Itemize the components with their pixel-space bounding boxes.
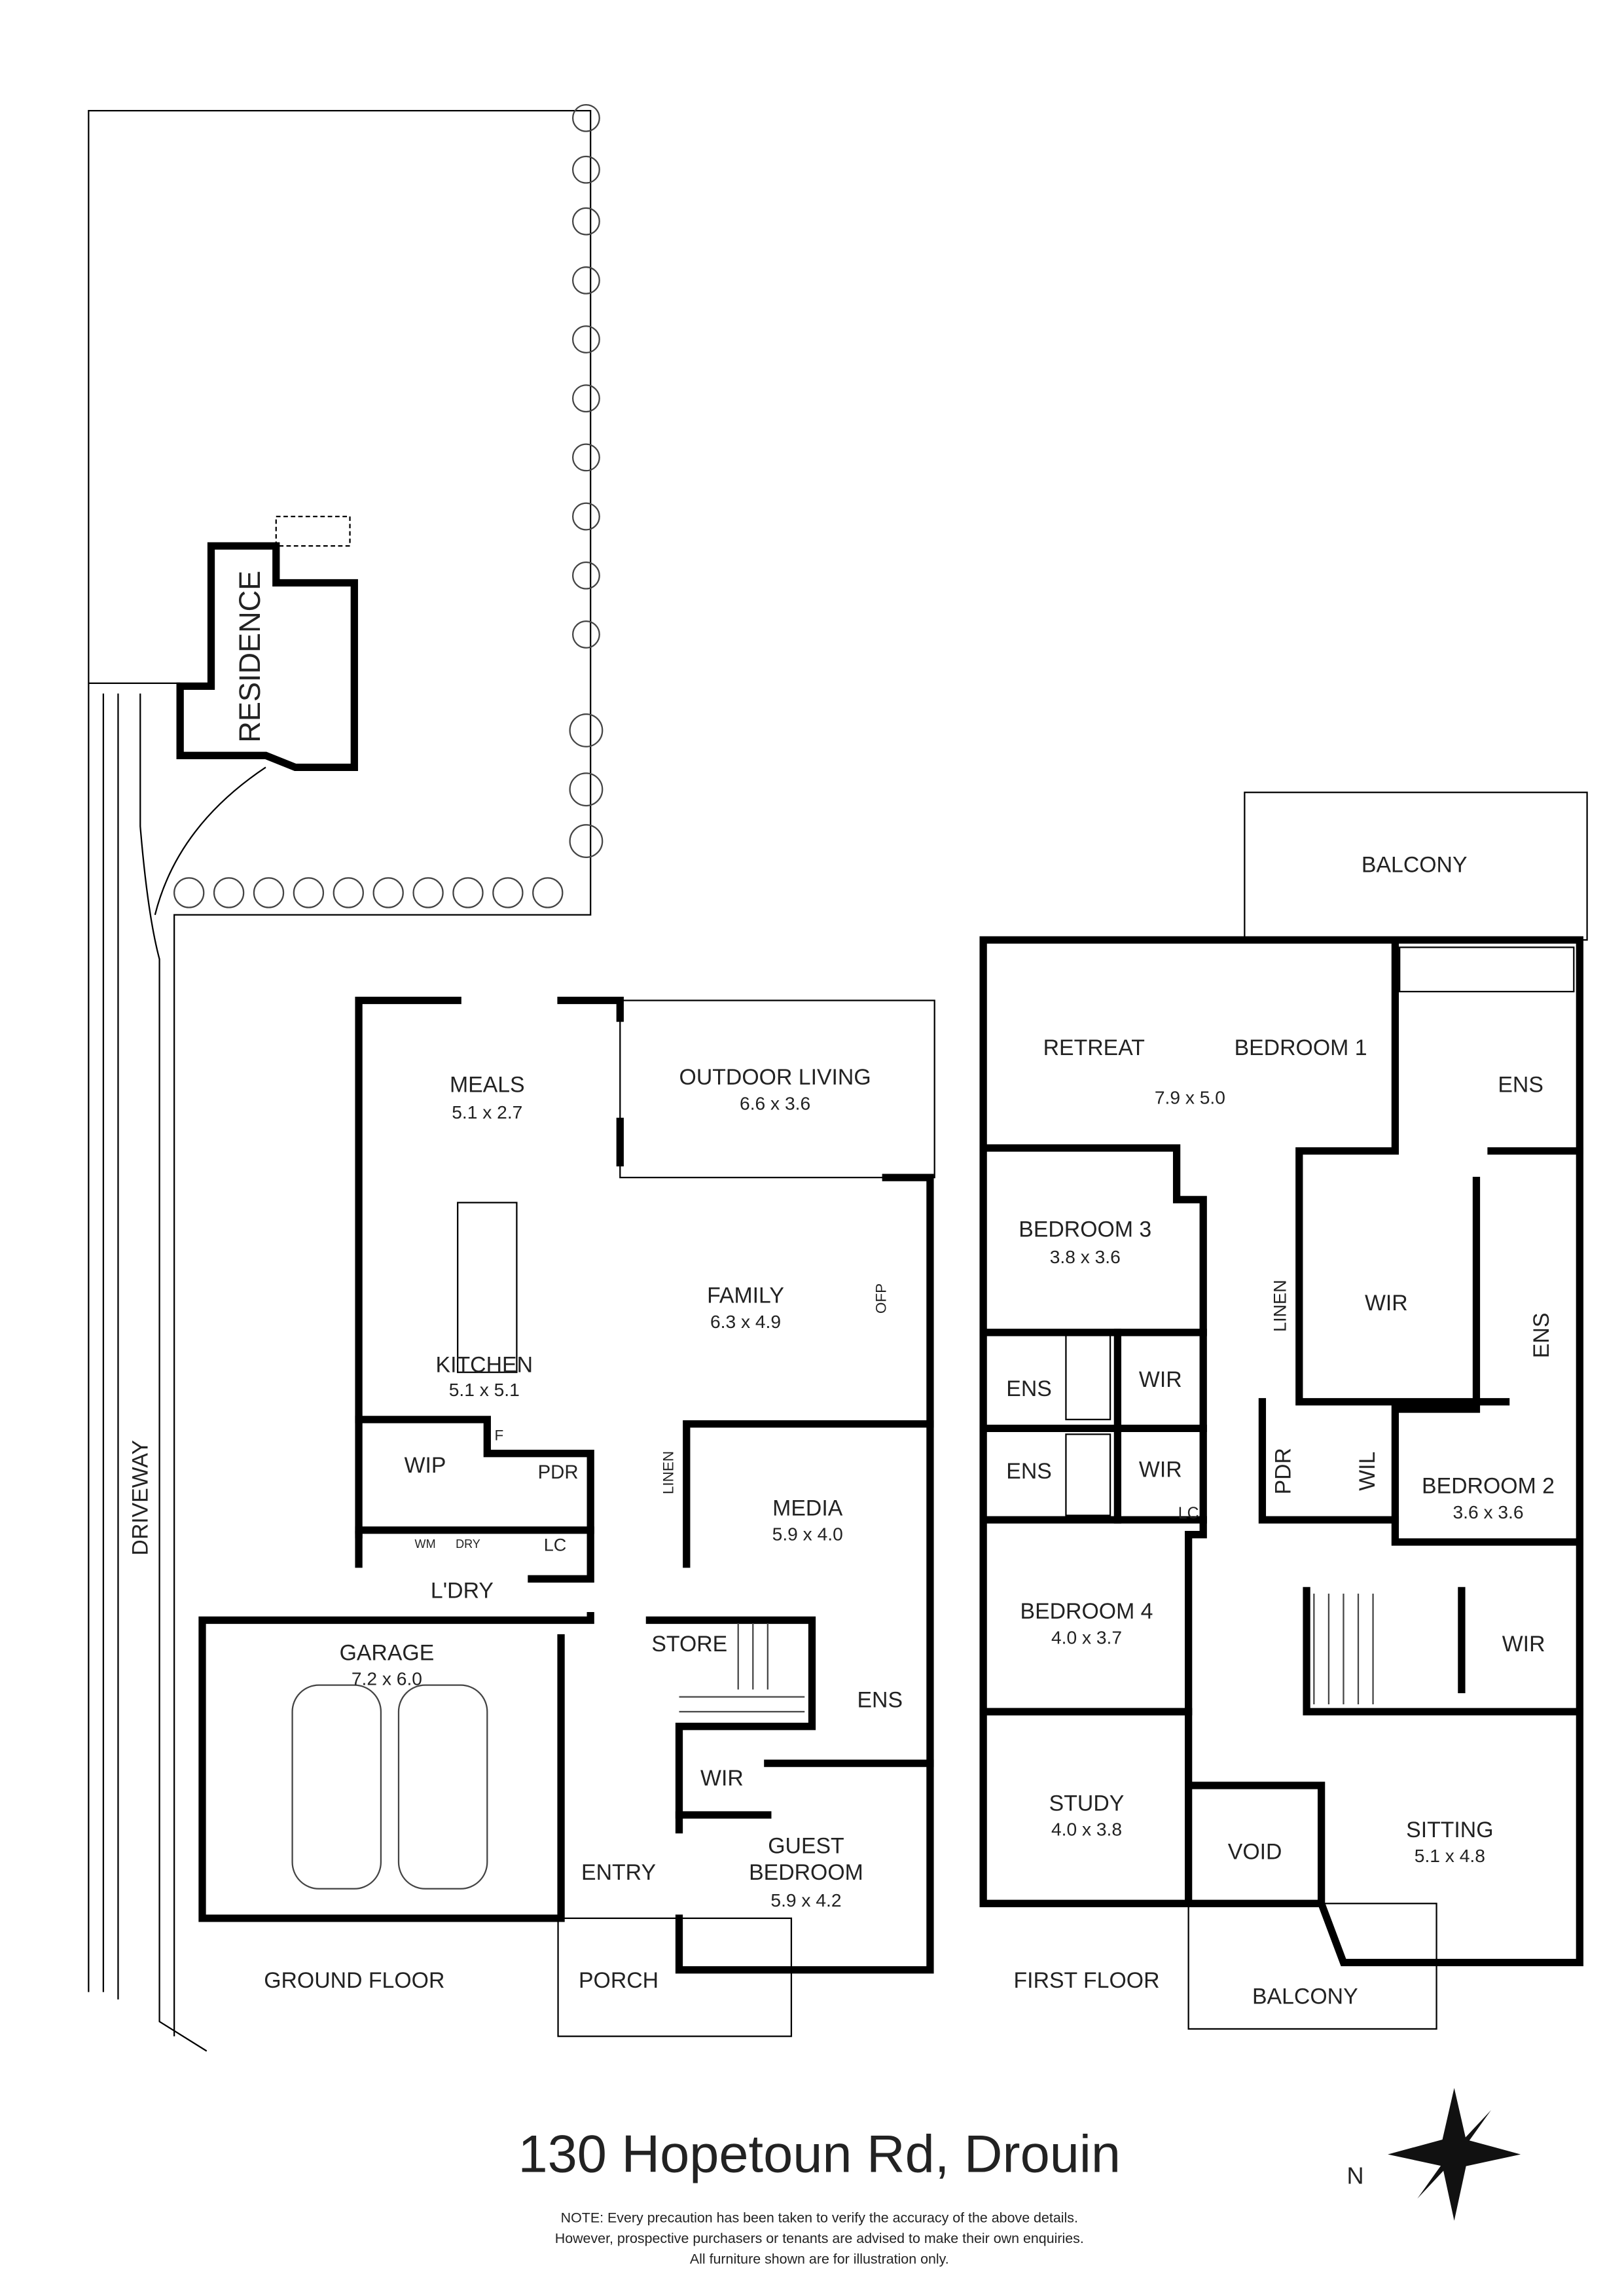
room-lc-ff: LC (1178, 1505, 1199, 1522)
first-floor-labels: BALCONY RETREAT BEDROOM 1 7.9 x 5.0 ENS … (1006, 852, 1555, 2009)
room-ens-4: ENS (1006, 1459, 1052, 1484)
room-porch: PORCH (579, 1968, 659, 1993)
room-outdoor-living: OUTDOOR LIVING (679, 1065, 871, 1090)
residence-label: RESIDENCE (233, 571, 266, 743)
room-bedroom-3-dim: 3.8 x 3.6 (1050, 1246, 1121, 1267)
room-guest-bedroom-dim: 5.9 x 4.2 (770, 1890, 841, 1910)
compass-north-label: N (1346, 2162, 1363, 2189)
first-floor-label: FIRST FLOOR (1014, 1968, 1160, 1993)
room-ens-1: ENS (1498, 1072, 1543, 1097)
residence-outline (176, 515, 358, 771)
room-ens-side: ENS (1529, 1313, 1554, 1359)
room-balcony-top: BALCONY (1362, 852, 1468, 877)
room-wil: WIL (1355, 1452, 1380, 1491)
room-pdr-ff: PDR (1271, 1448, 1295, 1494)
ground-floor-walls (198, 996, 935, 2037)
room-bedroom-1: BEDROOM 1 (1235, 1035, 1367, 1060)
room-ens-3: ENS (1006, 1376, 1052, 1401)
room-pdr: PDR (538, 1462, 579, 1483)
room-ofp: OFP (873, 1283, 889, 1314)
room-wir-1: WIR (1365, 1291, 1408, 1316)
room-bedroom-2: BEDROOM 2 (1422, 1474, 1555, 1499)
room-laundry: L'DRY (431, 1579, 494, 1604)
room-garage: GARAGE (340, 1640, 435, 1665)
stairs-icon (679, 1593, 1374, 1713)
room-wip: WIP (405, 1453, 446, 1478)
room-retreat: RETREAT (1043, 1035, 1145, 1060)
room-outdoor-living-dim: 6.6 x 3.6 (740, 1092, 810, 1113)
room-kitchen-dim: 5.1 x 5.1 (449, 1379, 520, 1400)
room-wir-4: WIR (1139, 1458, 1182, 1482)
room-bedroom-4-dim: 4.0 x 3.7 (1051, 1627, 1122, 1648)
room-study-dim: 4.0 x 3.8 (1051, 1819, 1122, 1840)
room-bedroom-3: BEDROOM 3 (1019, 1217, 1151, 1242)
first-floor-walls (979, 791, 1588, 2030)
room-bedroom-2-dim: 3.6 x 3.6 (1453, 1501, 1523, 1522)
room-balcony-bottom: BALCONY (1252, 1984, 1358, 2009)
room-guest-bedroom: GUEST (768, 1834, 844, 1859)
room-lc: LC (544, 1535, 567, 1554)
room-entry: ENTRY (581, 1860, 656, 1885)
room-kitchen: KITCHEN (436, 1353, 533, 1378)
room-bedroom-4: BEDROOM 4 (1020, 1599, 1153, 1624)
compass-icon (1388, 2088, 1521, 2221)
room-meals-dim: 5.1 x 2.7 (452, 1102, 522, 1122)
note-line-3: All furniture shown are for illustration… (690, 2251, 949, 2267)
room-media-dim: 5.9 x 4.0 (772, 1524, 843, 1545)
room-media: MEDIA (772, 1496, 843, 1520)
tree-hedge (173, 103, 604, 908)
room-linen: LINEN (660, 1451, 676, 1494)
room-wir-3: WIR (1139, 1367, 1182, 1392)
room-sitting-dim: 5.1 x 4.8 (1415, 1845, 1485, 1866)
room-void: VOID (1228, 1840, 1282, 1865)
driveway-label: DRIVEWAY (128, 1440, 153, 1556)
dryer-label: DRY (456, 1537, 480, 1551)
ground-floor-label: GROUND FLOOR (264, 1968, 444, 1993)
ground-floor-labels: MEALS 5.1 x 2.7 OUTDOOR LIVING 6.6 x 3.6… (264, 1065, 903, 1993)
room-wir-2: WIR (1502, 1632, 1545, 1657)
room-linen-ff: LINEN (1270, 1280, 1290, 1332)
room-study: STUDY (1049, 1791, 1125, 1816)
room-sitting: SITTING (1406, 1818, 1493, 1842)
note-line-1: NOTE: Every precaution has been taken to… (561, 2210, 1078, 2225)
room-ens: ENS (857, 1687, 903, 1712)
room-bedroom-1-dim: 7.9 x 5.0 (1155, 1086, 1225, 1107)
room-garage-dim: 7.2 x 6.0 (352, 1668, 422, 1689)
site-boundary (88, 109, 592, 2052)
room-wir: WIR (700, 1766, 744, 1791)
washing-machine-label: WM (415, 1537, 436, 1551)
note-line-2: However, prospective purchasers or tenan… (555, 2231, 1084, 2246)
room-family-dim: 6.3 x 4.9 (710, 1311, 781, 1332)
property-address-title: 130 Hopetoun Rd, Drouin (518, 2125, 1121, 2184)
car-icon (291, 1684, 488, 1890)
room-store: STORE (651, 1632, 727, 1657)
room-family: FAMILY (707, 1283, 784, 1308)
fridge-label: F (494, 1427, 503, 1443)
room-guest-bedroom-2: BEDROOM (749, 1860, 863, 1885)
room-meals: MEALS (450, 1072, 525, 1097)
